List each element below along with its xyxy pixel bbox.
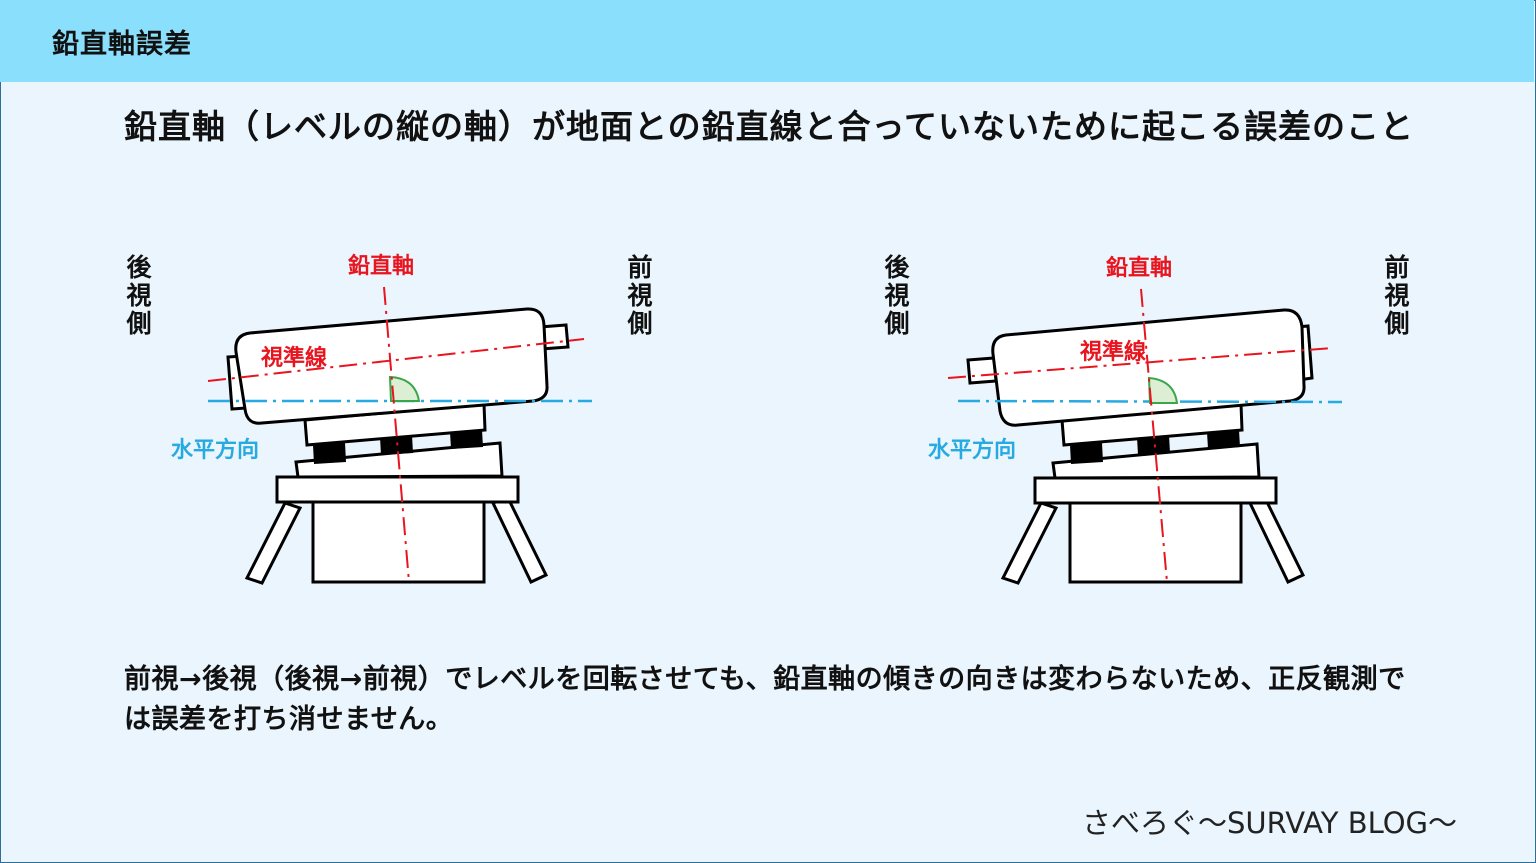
front-side-label-right: 前視側	[1384, 253, 1410, 338]
lead-text: 鉛直軸（レベルの縦の軸）が地面との鉛直線と合っていないために起こる誤差のこと	[124, 107, 1415, 146]
front-side-label-left: 前視側	[627, 253, 653, 338]
vertical-axis-label-left: 鉛直軸	[348, 254, 415, 279]
explanation-note: 前視→後視（後視→前視）でレベルを回転させても、鉛直軸の傾きの向きは変わらないた…	[124, 664, 1406, 735]
back-side-label-right: 後視側	[884, 253, 910, 338]
vertical-axis-label-right: 鉛直軸	[1106, 256, 1173, 281]
horizontal-label-left: 水平方向	[171, 438, 260, 463]
horizontal-label-right: 水平方向	[928, 438, 1017, 463]
back-side-label-left: 後視側	[126, 253, 152, 338]
level-diagram-left	[207, 286, 592, 585]
sight-line-label-right: 視準線	[1080, 340, 1147, 365]
sight-line-label-left: 視準線	[261, 346, 328, 371]
header-bar: 鉛直軸誤差	[0, 0, 1534, 82]
level-diagram-right	[947, 288, 1343, 585]
blog-footer: さべろぐ〜SURVAY BLOG〜	[1082, 806, 1458, 840]
page-title: 鉛直軸誤差	[52, 29, 192, 60]
